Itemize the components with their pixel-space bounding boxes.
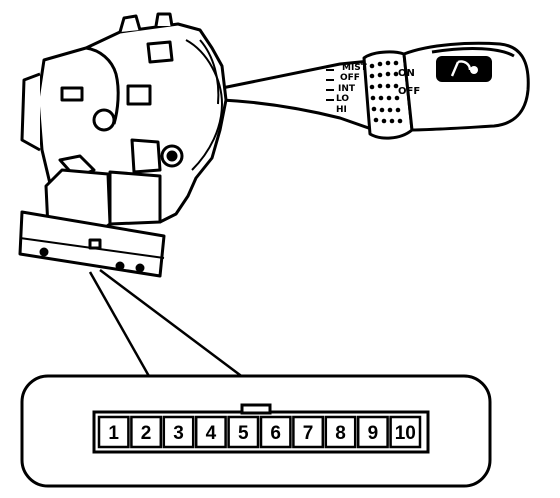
connector-pin-number: 5 xyxy=(238,423,249,444)
connector-pin-number: 8 xyxy=(335,423,346,444)
connector-pin-number: 4 xyxy=(206,423,217,444)
ring-texture xyxy=(369,60,403,124)
connector-pin-cell xyxy=(162,415,195,449)
connector-pin-cell xyxy=(97,415,130,449)
connector-pin-number: 10 xyxy=(395,423,416,444)
connector-pin-cell xyxy=(356,415,389,449)
switch-connector-housing xyxy=(18,168,166,278)
washer-label-on: ON xyxy=(398,68,415,79)
callout-leader-lines xyxy=(88,269,245,379)
connector-pin-number: 3 xyxy=(173,423,184,444)
wiper-position-ticks xyxy=(326,69,334,101)
connector-pin-cell xyxy=(227,415,260,449)
wiper-label-hi: HI xyxy=(336,105,347,115)
connector-pin-number: 2 xyxy=(141,423,152,444)
wiper-label-lo: LO xyxy=(336,94,349,104)
connector-pin-number: 1 xyxy=(108,423,119,444)
wiper-label-mist: MIST xyxy=(342,63,368,73)
wiper-label-int: INT xyxy=(338,84,356,94)
washer-knob xyxy=(402,41,530,132)
connector-pin-number: 6 xyxy=(270,423,281,444)
connector-pin-number: 9 xyxy=(368,423,379,444)
rear-wiper-washer-icon xyxy=(436,56,492,82)
connector-pin-cell xyxy=(194,415,227,449)
wiper-stalk xyxy=(220,41,530,140)
washer-label-off: OFF xyxy=(398,86,420,97)
connector-pin-cell xyxy=(324,415,357,449)
connector-pin-cell xyxy=(130,415,163,449)
connector-pin-cell xyxy=(389,415,422,449)
wiper-label-off: OFF xyxy=(340,73,360,83)
connector-pin-number: 7 xyxy=(303,423,314,444)
connector-pin-cell xyxy=(292,415,325,449)
connector-pin-cell xyxy=(259,415,292,449)
